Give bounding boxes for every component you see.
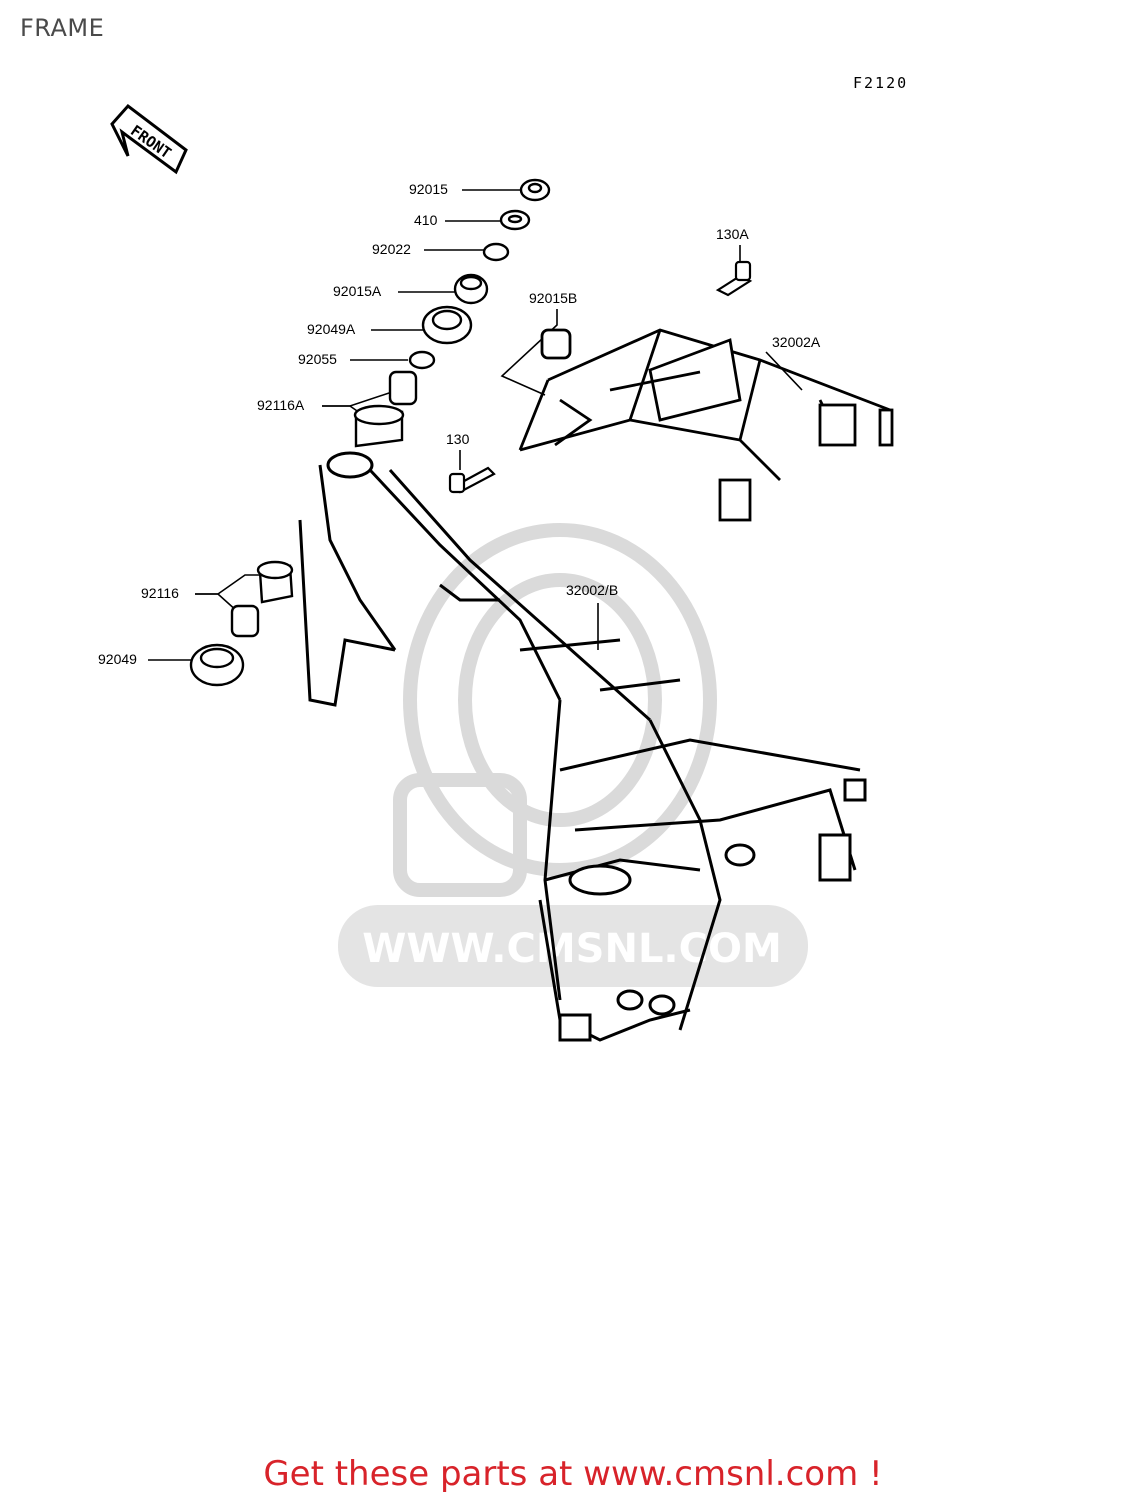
part-label-130[interactable]: 130	[446, 431, 470, 447]
part-label-32002a[interactable]: 32002A	[772, 334, 821, 350]
part-label-92116[interactable]: 92116	[141, 585, 179, 601]
get-parts-link[interactable]: Get these parts at www.cmsnl.com !	[263, 1454, 883, 1494]
bearing-92116	[230, 604, 260, 638]
part-label-92049[interactable]: 92049	[98, 651, 137, 667]
part-label-32002b[interactable]: 32002/B	[566, 582, 619, 598]
part-label-92015a[interactable]: 92015A	[333, 283, 382, 299]
main-frame-32002b	[298, 451, 867, 1042]
part-label-410[interactable]: 410	[414, 212, 438, 228]
watermark-banner: WWW.CMSNL.COM	[338, 905, 808, 987]
steering-head	[326, 451, 374, 479]
part-label-92015b[interactable]: 92015B	[529, 290, 578, 306]
steering-parts	[353, 178, 551, 448]
bolts	[448, 260, 753, 494]
part-label-92022[interactable]: 92022	[372, 241, 411, 257]
part-label-92116a[interactable]: 92116A	[257, 397, 305, 413]
lower-steering-parts	[189, 560, 294, 687]
subframe-32002a	[518, 328, 894, 522]
leader-lines	[148, 189, 803, 661]
collar-92015b	[540, 328, 572, 360]
bearing-92116a-upper	[388, 370, 418, 406]
watermark-text: WWW.CMSNL.COM	[362, 926, 782, 972]
part-label-92055[interactable]: 92055	[298, 351, 337, 367]
ring-92055	[408, 350, 436, 370]
part-label-92015[interactable]: 92015	[409, 181, 448, 197]
page-title: FRAME	[20, 14, 105, 42]
watermark-logo	[393, 523, 717, 897]
front-arrow-icon: FRONT	[110, 103, 188, 175]
part-label-130a[interactable]: 130A	[716, 226, 749, 242]
figure-code: F2120	[853, 74, 909, 92]
lockwasher-92022	[482, 242, 510, 262]
part-label-92049a[interactable]: 92049A	[307, 321, 356, 337]
